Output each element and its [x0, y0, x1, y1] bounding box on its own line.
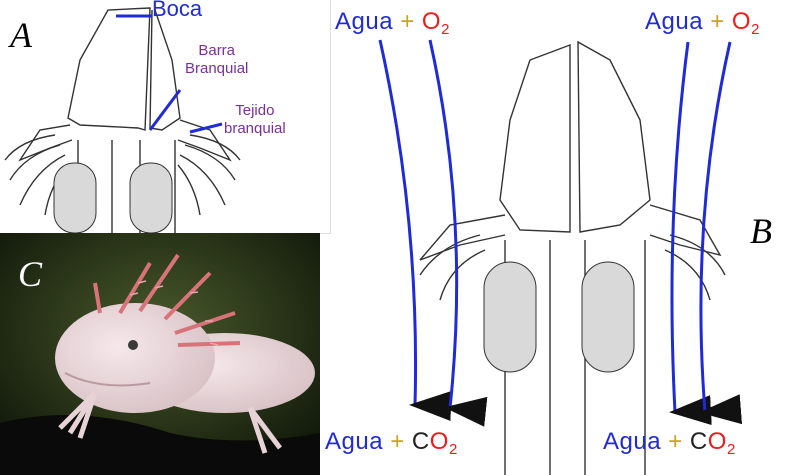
- label-gill-tissue: Tejido branquial: [224, 102, 286, 137]
- carbon-sub: 2: [726, 441, 736, 458]
- panel-c-letter: C: [18, 254, 43, 294]
- outflow-right: Agua + CO2: [603, 428, 736, 458]
- inflow-left: Agua + O2: [335, 8, 450, 38]
- inflow-right: Agua + O2: [645, 8, 760, 38]
- head-diagram-a: [4, 7, 241, 233]
- panel-b-letter: B: [750, 211, 772, 251]
- plus-sign: +: [390, 428, 405, 455]
- axolotl-photo: [0, 233, 320, 475]
- label-mouth: Boca: [152, 0, 203, 21]
- panel-a: A Boca Barra Branquial Tejido branquial: [0, 0, 331, 234]
- head-diagram-b: [378, 39, 743, 475]
- oxygen-o: O: [731, 8, 752, 35]
- carbon-o: O: [707, 428, 727, 455]
- panel-c: C: [0, 233, 320, 475]
- panel-a-letter: A: [10, 15, 32, 55]
- plus-sign: +: [710, 8, 725, 35]
- oxygen-sub: 2: [441, 21, 450, 38]
- carbon-c: C: [411, 428, 430, 455]
- carbon-sub: 2: [448, 441, 458, 458]
- water-label: Agua: [335, 8, 394, 35]
- plus-sign: +: [668, 428, 683, 455]
- carbon-c: C: [689, 428, 708, 455]
- outflow-left: Agua + CO2: [325, 428, 458, 458]
- oxygen-o: O: [421, 8, 442, 35]
- label-gill-bar: Barra Branquial: [185, 42, 249, 77]
- carbon-o: O: [429, 428, 449, 455]
- panel-b: B Agua + O2 Agua + O2 Agua + CO2 Agua + …: [320, 0, 800, 475]
- plus-sign: +: [400, 8, 415, 35]
- water-label: Agua: [645, 8, 704, 35]
- oxygen-sub: 2: [751, 21, 760, 38]
- water-label: Agua: [603, 428, 662, 455]
- water-label: Agua: [325, 428, 384, 455]
